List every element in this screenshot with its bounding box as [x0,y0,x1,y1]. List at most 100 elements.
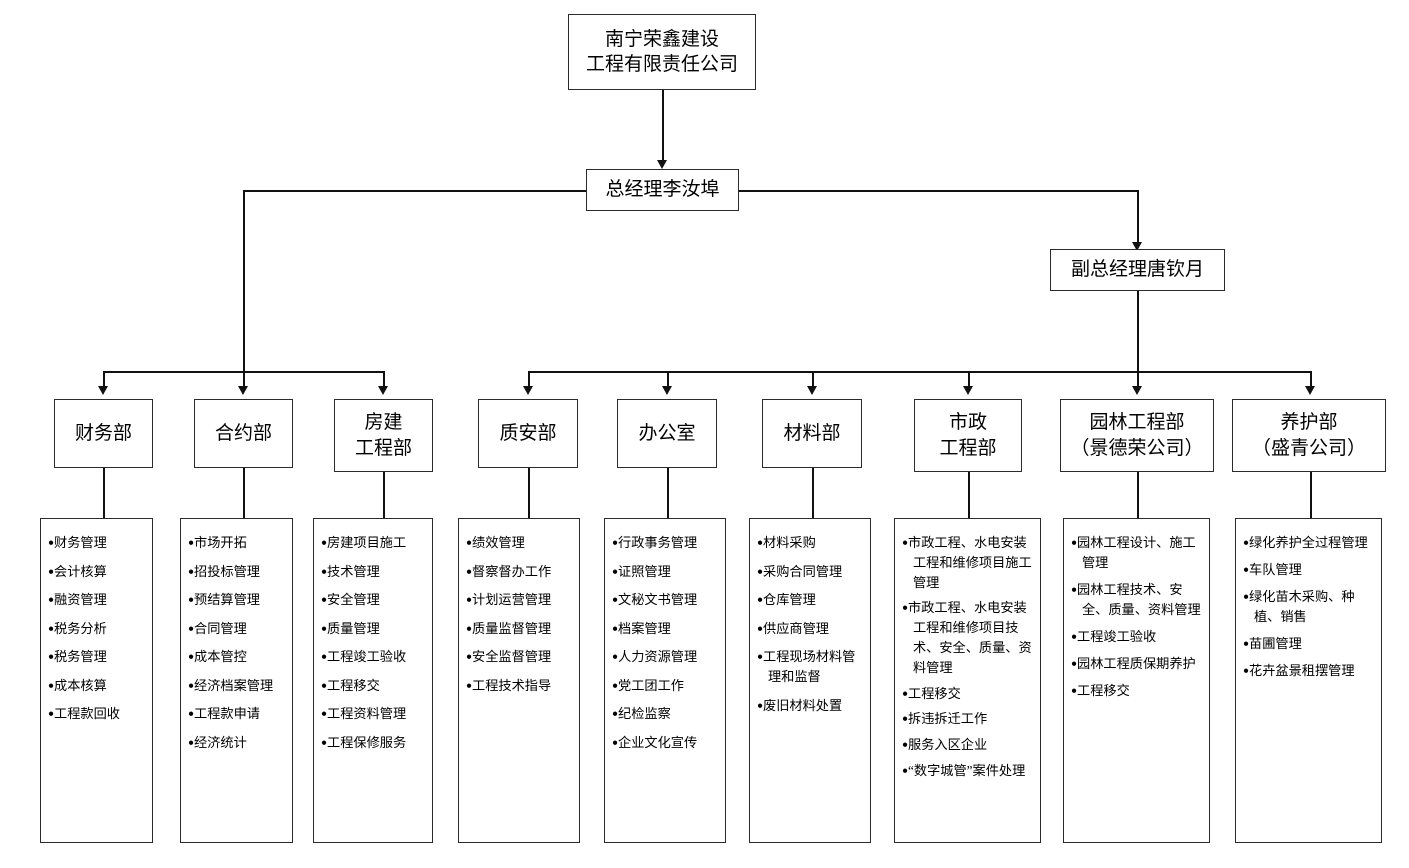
duty-text: 绩效管理 [472,535,525,550]
duty-item: ●党工团工作 [612,676,718,696]
duty-text: 材料采购 [763,535,816,550]
duty-list-office: ●行政事务管理 ●证照管理 ●文秘文书管理 ●档案管理 ●人力资源管理 ●党工团… [612,533,718,753]
duty-item: ●“数字城管”案件处理 [902,761,1033,781]
duty-item: ●采购合同管理 [757,562,863,582]
duty-text: 工程移交 [1077,683,1130,699]
duty-text: 成本管控 [194,649,247,665]
dept-maintenance-title-line-2: （盛青公司） [1251,437,1366,459]
duty-list-landscape: ●园林工程设计、施工管理 ●园林工程技术、安全、质量、资料管理 ●工程竣工验收 … [1071,533,1202,701]
node-dept-landscape-engineering[interactable]: 园林工程部 （景德荣公司） [1060,399,1214,472]
bullet-icon: ● [188,594,195,606]
stem-maintenance [1310,371,1312,389]
bullet-icon: ● [612,708,619,720]
duty-item: ●成本核算 [48,676,145,696]
duty-text: 经济统计 [194,734,247,750]
duty-text: 融资管理 [54,592,107,608]
duty-list-maintenance: ●绿化养护全过程管理 ●车队管理 ●绿化苗木采购、种植、销售 ●苗圃管理 ●花卉… [1243,533,1374,681]
stem-housing [383,371,385,389]
duty-text: 市场开拓 [194,535,247,550]
duty-item: ●纪检监察 [612,704,718,724]
duty-text: 市政工程、水电安装工程和维修项目技术、安全、质量、资料管理 [908,600,1032,675]
dept-landscape-title-line-2: （景德荣公司） [1070,437,1204,459]
stem-landscape-panel [1137,472,1139,518]
duty-item: ●园林工程质保期养护 [1071,654,1202,674]
duty-item: ●人力资源管理 [612,647,718,667]
duty-item: ●安全监督管理 [466,647,572,667]
bullet-icon: ● [466,680,473,692]
dept-contract-title: 合约部 [214,422,272,444]
arrow-to-landscape [1132,386,1142,395]
bullet-icon: ● [757,566,764,578]
duty-item: ●工程移交 [1071,681,1202,701]
bullet-icon: ● [48,680,55,692]
bullet-icon: ● [48,594,55,606]
node-dept-materials[interactable]: 材料部 [762,399,862,468]
duty-text: 计划运营管理 [472,592,552,608]
duty-list-finance: ●财务管理 ●会计核算 ●融资管理 ●税务分析 ●税务管理 ●成本核算 ●工程款… [48,533,145,724]
bullet-icon: ● [321,680,328,692]
duty-item: ●质量监督管理 [466,619,572,639]
panel-dept-landscape-engineering: ●园林工程设计、施工管理 ●园林工程技术、安全、质量、资料管理 ●工程竣工验收 … [1063,518,1210,843]
bullet-icon: ● [188,566,195,578]
duty-item: ●房建项目施工 [321,533,425,553]
connector-root-to-gm [662,90,664,164]
panel-dept-housing-engineering: ●房建项目施工 ●技术管理 ●安全管理 ●质量管理 ●工程竣工验收 ●工程移交 … [313,518,433,843]
node-dept-maintenance[interactable]: 养护部 （盛青公司） [1232,399,1386,472]
node-dept-finance[interactable]: 财务部 [54,399,153,468]
bullet-icon: ● [1243,564,1250,576]
duty-text: 市政工程、水电安装工程和维修项目施工管理 [908,535,1032,590]
bullet-icon: ● [902,739,909,751]
duty-list-materials: ●材料采购 ●采购合同管理 ●仓库管理 ●供应商管理 ●工程现场材料管理和监督 … [757,533,863,716]
duty-text: 绿化苗木采购、种植、销售 [1249,589,1355,625]
duty-text: 招投标管理 [194,563,260,579]
duty-text: 质量监督管理 [472,620,552,636]
bullet-icon: ● [612,566,619,578]
connector-gm-spine-left [243,190,586,192]
bullet-icon: ● [902,688,909,700]
stem-maintenance-panel [1310,472,1312,518]
duty-text: 采购合同管理 [763,563,843,579]
node-dept-quality-safety[interactable]: 质安部 [478,399,578,468]
duty-item: ●花卉盆景租摆管理 [1243,661,1374,681]
duty-item: ●市政工程、水电安装工程和维修项目施工管理 [902,533,1033,592]
node-dept-office[interactable]: 办公室 [617,399,717,468]
bullet-icon: ● [757,594,764,606]
panel-dept-contract: ●市场开拓 ●招投标管理 ●预结算管理 ●合同管理 ●成本管控 ●经济档案管理 … [180,518,293,843]
general-manager-label: 总经理李汝埠 [605,179,720,201]
duty-text: 供应商管理 [763,620,829,636]
bullet-icon: ● [1243,591,1250,603]
duty-text: 党工团工作 [618,677,684,693]
bullet-icon: ● [757,651,764,663]
dept-maintenance-title-line-1: 养护部 [1280,412,1338,434]
bullet-icon: ● [902,765,909,777]
bullet-icon: ● [321,566,328,578]
duty-text: 园林工程质保期养护 [1077,656,1196,672]
duty-item: ●市场开拓 [188,533,285,553]
duty-text: 安全管理 [327,592,380,608]
duty-text: 工程款申请 [194,706,260,722]
duty-item: ●绿化养护全过程管理 [1243,533,1374,553]
duty-item: ●证照管理 [612,562,718,582]
node-vice-general-manager[interactable]: 副总经理唐钦月 [1050,249,1225,291]
duty-item: ●工程保修服务 [321,733,425,753]
arrow-gm-to-vgm [1132,242,1142,251]
bullet-icon: ● [321,623,328,635]
arrow-to-quality-safety [523,386,533,395]
node-dept-municipal-engineering[interactable]: 市政 工程部 [914,399,1022,472]
node-company-root[interactable]: 南宁荣鑫建设 工程有限责任公司 [568,14,756,90]
duty-text: 证照管理 [618,563,671,579]
bullet-icon: ● [321,537,328,549]
node-dept-contract[interactable]: 合约部 [194,399,293,468]
panel-dept-office: ●行政事务管理 ●证照管理 ●文秘文书管理 ●档案管理 ●人力资源管理 ●党工团… [604,518,726,843]
duty-item: ●园林工程设计、施工管理 [1071,533,1202,573]
node-dept-housing-engineering[interactable]: 房建 工程部 [334,399,433,472]
bullet-icon: ● [188,623,195,635]
stem-finance [103,371,105,389]
panel-dept-municipal-engineering: ●市政工程、水电安装工程和维修项目施工管理 ●市政工程、水电安装工程和维修项目技… [894,518,1041,843]
bullet-icon: ● [1071,631,1078,643]
stem-quality-safety-panel [528,468,530,518]
bullet-icon: ● [321,651,328,663]
bullet-icon: ● [1071,658,1078,670]
node-general-manager[interactable]: 总经理李汝埠 [586,169,739,211]
duty-item: ●融资管理 [48,590,145,610]
